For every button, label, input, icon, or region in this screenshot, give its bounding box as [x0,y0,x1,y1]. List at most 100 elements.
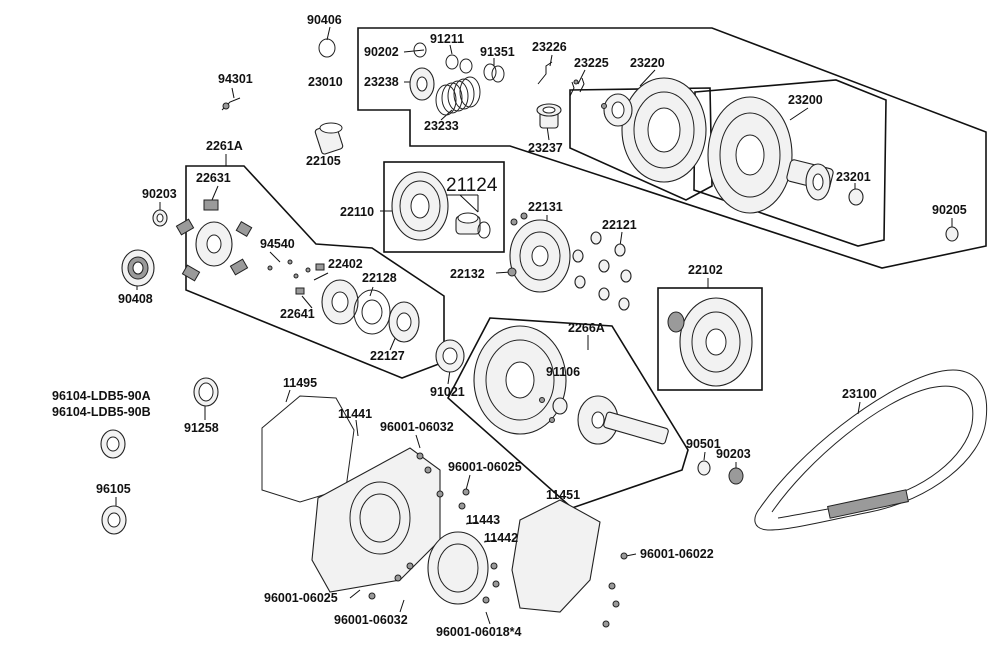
drive-face-box [657,287,763,391]
plate-22127 [388,301,420,343]
label-23100: 23100 [842,387,877,401]
gasket-11495 [261,395,355,503]
label-96001-06025-top: 96001-06025 [448,460,522,474]
nut-90203-right [728,467,744,485]
oring-91351a [483,63,497,81]
label-90202: 90202 [364,45,399,59]
screw-94301 [221,97,241,111]
clutch-hub-2261A [175,199,253,282]
label-96001-06018: 96001-06018*4 [436,625,522,639]
springs-22641 [295,263,325,295]
bolts [368,452,628,628]
label-2266A: 2266A [568,321,605,335]
leader-lines [115,26,953,625]
label-94301: 94301 [218,72,253,86]
label-90501: 90501 [686,437,721,451]
label-90205: 90205 [932,203,967,217]
label-96104-a: 96104-LDB5-90A [52,389,151,403]
label-91211: 91211 [430,32,464,46]
label-94540: 94540 [260,237,295,251]
clutch-housing-22110 [391,171,449,241]
guide-pins-23225 [569,77,585,97]
bushing-21124 [455,212,491,239]
label-22110: 22110 [340,205,374,219]
label-23226: 23226 [532,40,567,54]
label-96001-06032-bottom: 96001-06032 [334,613,408,627]
label-90203-left: 90203 [142,187,177,201]
label-21124: 21124 [446,175,498,196]
label-90203-right: 90203 [716,447,751,461]
label-23237: 23237 [528,141,563,155]
label-23233: 23233 [424,119,459,133]
drive-belt-23100 [754,369,988,531]
label-11441: 11441 [338,407,372,421]
oil-seal-96104 [100,429,126,459]
label-11442: 11442 [484,531,518,545]
movable-sheave-23220 [601,77,707,183]
oring-91211b [459,58,473,74]
label-22402: 22402 [328,257,363,271]
washer-90501 [697,460,711,476]
bearing-90408 [121,249,155,287]
label-22131: 22131 [528,200,563,214]
label-23010: 23010 [308,75,343,89]
label-23201: 23201 [836,170,871,184]
air-shroud-11451 [511,499,601,613]
inner-cover-11442 [427,531,489,605]
guide-pin-23226 [537,61,553,85]
bearing-23201 [848,188,864,206]
label-90406: 90406 [307,13,342,27]
slider-22132 [507,267,517,277]
label-23200: 23200 [788,93,823,107]
seal-collar-23237 [536,103,562,129]
crankcase-cover-11441 [311,447,441,593]
part-labels: 90406 90202 91211 91351 23226 23225 2322… [52,13,967,639]
oring-91211a [445,54,459,70]
label-90408: 90408 [118,292,153,306]
rollers-22121 [572,231,632,311]
spring-23233 [435,76,481,116]
label-91351: 91351 [480,45,515,59]
fixed-sheave-23200 [707,96,834,214]
label-96105: 96105 [96,482,131,496]
plate-22128 [353,289,391,335]
label-96104-b: 96104-LDB5-90B [52,405,151,419]
oring-91351b [491,65,505,83]
label-22105: 22105 [306,154,341,168]
label-23220: 23220 [630,56,665,70]
label-96001-06022: 96001-06022 [640,547,714,561]
oil-seal-96105 [101,505,127,535]
label-22121: 22121 [602,218,637,232]
fixed-sheave-sub-box [693,79,887,247]
bearing-91106 [539,397,568,423]
label-22102: 22102 [688,263,723,277]
label-22127: 22127 [370,349,405,363]
label-23238: 23238 [364,75,399,89]
movable-drive-face-22131 [509,212,571,293]
clutch-assy-box [185,165,445,379]
label-22132: 22132 [450,267,485,281]
label-91106: 91106 [546,365,580,379]
clutch-bell-box [447,317,689,509]
label-91258: 91258 [184,421,219,435]
ring-91258 [193,377,219,407]
label-22128: 22128 [362,271,397,285]
plate-22402 [321,279,359,325]
driven-shaft [577,395,669,445]
label-11495: 11495 [283,376,317,390]
label-11443: 11443 [466,513,500,527]
label-23225: 23225 [574,56,609,70]
label-22641: 22641 [280,307,315,321]
washer-90205 [945,226,959,242]
clutch-bell-2266A [473,325,567,435]
washer-90202 [413,42,427,58]
clutch-housing-sub-box [383,161,505,253]
needle-bearing-91021 [435,339,465,373]
label-96001-06032-top: 96001-06032 [380,420,454,434]
rear-pulley-group-box [357,27,987,269]
label-91021: 91021 [430,385,465,399]
label-11451: 11451 [546,488,580,502]
parts [100,38,988,628]
